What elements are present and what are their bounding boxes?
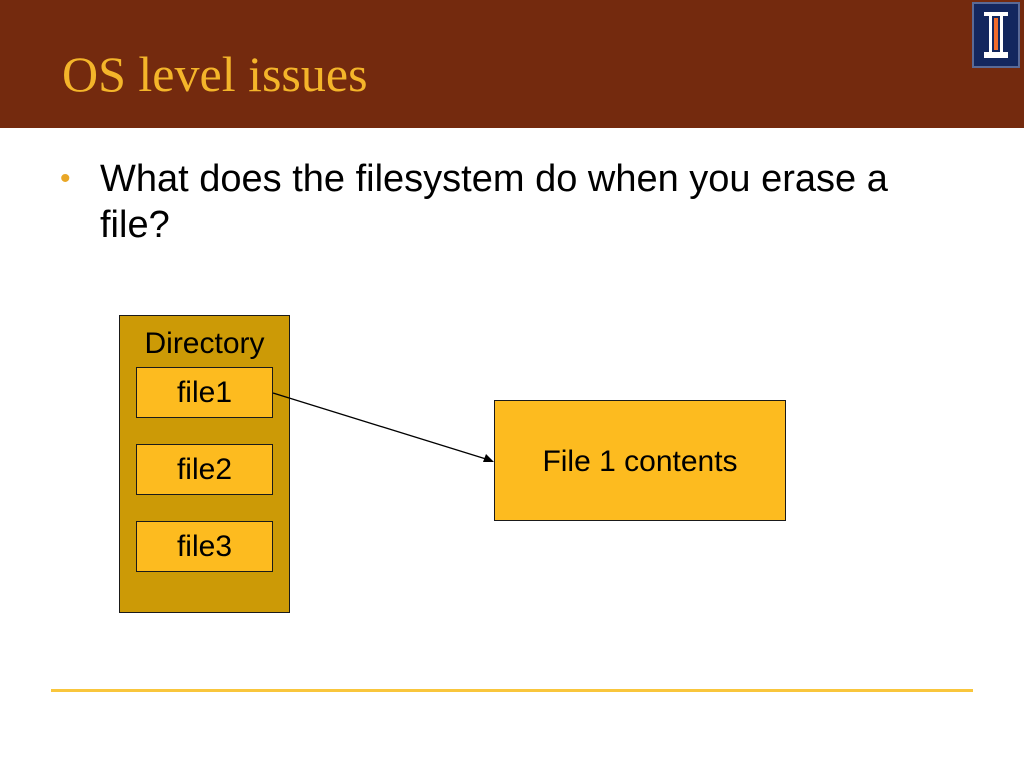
bullet-dot-icon: •	[60, 162, 71, 195]
directory-label: Directory	[144, 327, 265, 360]
file-entry-file1: file1	[136, 367, 273, 418]
university-column-logo-icon	[972, 2, 1020, 68]
slide-header: OS level issues	[0, 0, 1024, 128]
file-entry-file2: file2	[136, 444, 273, 495]
file-contents-label: File 1 contents	[542, 445, 738, 478]
column-icon	[984, 12, 1008, 58]
file-contents-box: File 1 contents	[494, 400, 786, 521]
pointer-arrow-head	[483, 454, 494, 462]
footer-rule	[51, 689, 973, 692]
pointer-arrow-line	[272, 392, 487, 460]
file-entry-file3: file3	[136, 521, 273, 572]
bullet-text: What does the filesystem do when you era…	[100, 158, 888, 246]
slide-title: OS level issues	[62, 46, 368, 102]
